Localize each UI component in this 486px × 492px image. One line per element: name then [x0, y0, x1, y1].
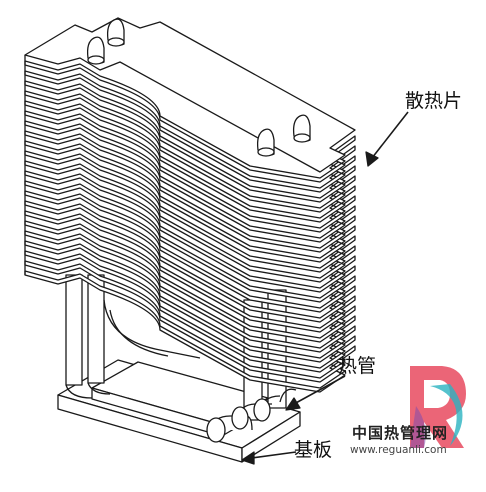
- fin-plate: [24, 140, 356, 263]
- fin-plate: [24, 90, 356, 213]
- label-fins: 散热片: [405, 90, 463, 112]
- leader-arrows: [241, 111, 409, 465]
- fin-plate: [24, 240, 356, 363]
- fin-plate: [24, 270, 356, 393]
- arrow-head-base: [241, 451, 255, 465]
- pipe-caps: [86, 18, 311, 157]
- fin-plate: [24, 120, 356, 243]
- label-heat-pipes: 热管: [338, 355, 377, 377]
- fin-plate: [24, 70, 356, 193]
- fin-plate: [24, 150, 356, 273]
- fin-plate: [24, 130, 356, 253]
- fin-plate: [24, 80, 356, 203]
- label-base-plate: 基板: [294, 439, 333, 461]
- fin-plate: [24, 110, 356, 233]
- fin-plate: [24, 160, 356, 283]
- arrow-head-fins: [365, 151, 379, 167]
- fin-plate: [24, 250, 356, 373]
- fin-plate: [24, 180, 356, 303]
- fin-plate: [24, 260, 356, 383]
- watermark-title: 中国热管理网: [352, 424, 449, 442]
- watermark-url: www.reguanli.com: [350, 444, 447, 456]
- fin-plate: [24, 190, 356, 313]
- fin-plate: [24, 200, 356, 323]
- fin-plate: [24, 220, 356, 343]
- watermark-logo-icon: [410, 366, 466, 448]
- fin-plate: [24, 210, 356, 333]
- fin-plate: [24, 100, 356, 223]
- fin-plate: [24, 60, 356, 183]
- fin-plate: [24, 230, 356, 353]
- arrow-head-pipes: [285, 397, 301, 411]
- fin-plate: [24, 170, 356, 293]
- fin-stack: [24, 17, 356, 393]
